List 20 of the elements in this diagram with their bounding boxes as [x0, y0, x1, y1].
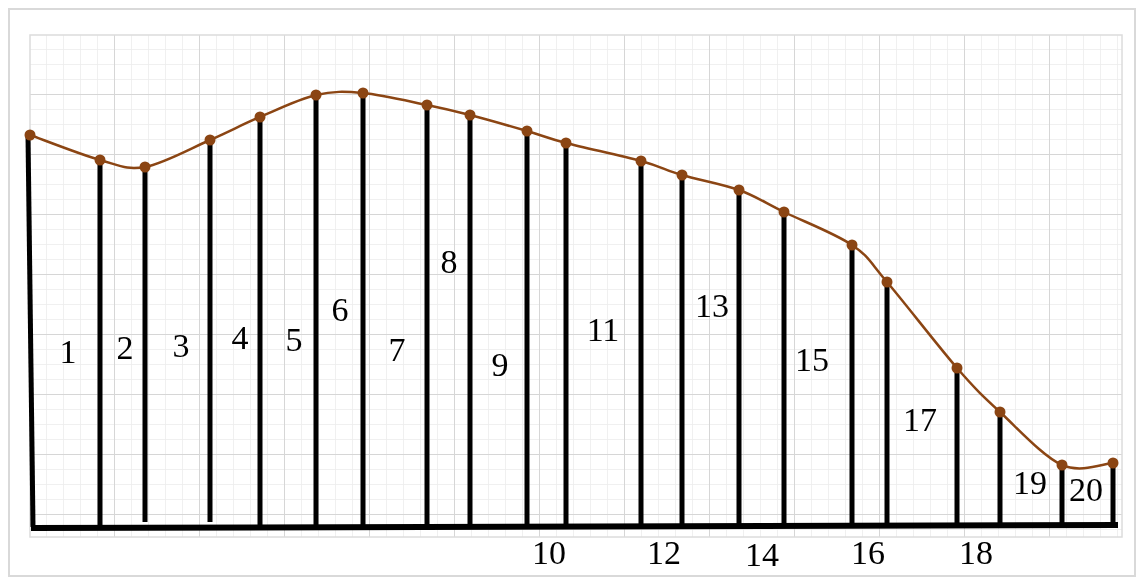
strip-number: 8: [440, 245, 458, 279]
strip-number: 7: [388, 333, 406, 367]
strip-number: 5: [285, 323, 303, 357]
strip-number: 6: [331, 293, 349, 327]
strip-number: 19: [1013, 466, 1047, 500]
strip-number: 16: [851, 536, 885, 570]
strip-number: 20: [1069, 473, 1103, 507]
strip-number: 13: [695, 289, 729, 323]
strip-number: 2: [116, 331, 134, 365]
strip-number: 12: [647, 536, 681, 570]
strip-number: 10: [532, 536, 566, 570]
strip-number: 9: [491, 348, 509, 382]
strip-number: 1: [59, 335, 77, 369]
strip-number: 4: [231, 321, 249, 355]
strip-number: 17: [903, 403, 937, 437]
strip-number: 14: [745, 538, 779, 572]
strip-number: 11: [586, 313, 620, 347]
strip-number: 3: [172, 329, 190, 363]
strip-number: 18: [959, 536, 993, 570]
strip-number: 15: [795, 343, 829, 377]
